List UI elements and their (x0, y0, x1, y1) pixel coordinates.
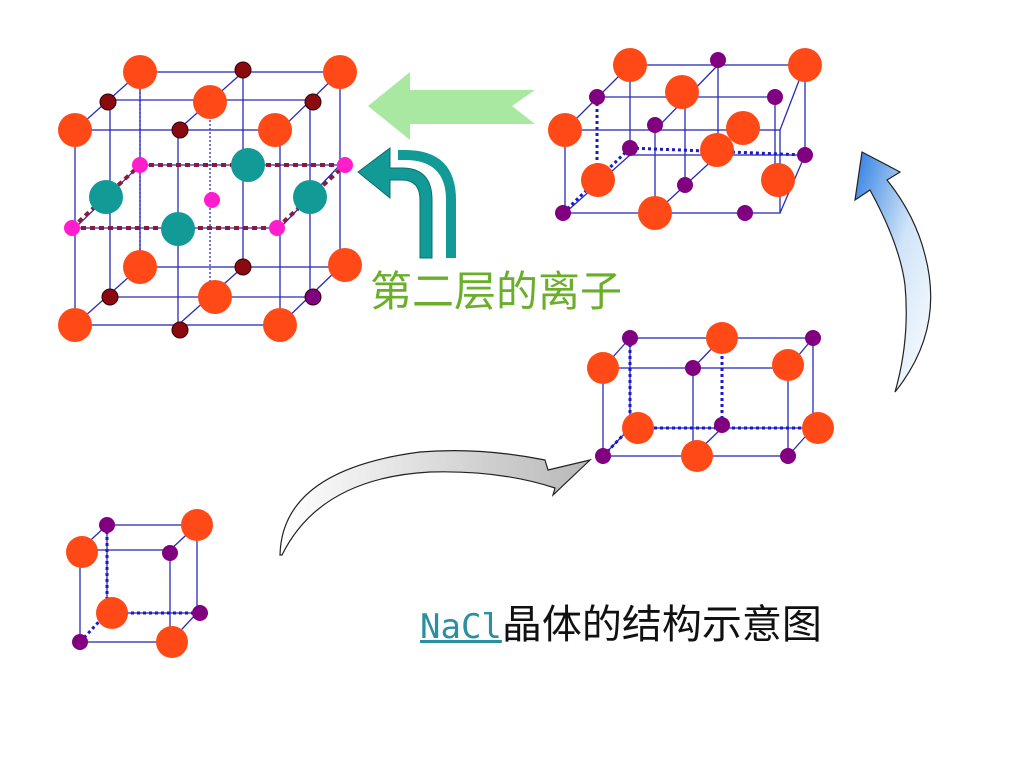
green-arrow-icon (368, 72, 535, 140)
diagram-caption: NaCl晶体的结构示意图 (420, 592, 822, 650)
full-unit-cell (58, 55, 362, 342)
gray-curved-arrow-icon (279, 450, 593, 556)
eighth-unit-cell (66, 509, 213, 658)
half-unit-cell (548, 48, 822, 230)
teal-curved-arrow-icon (357, 147, 456, 259)
blue-curved-arrow-icon (854, 151, 932, 393)
quarter-unit-cell (587, 322, 834, 472)
caption-text: 晶体的结构示意图 (501, 602, 822, 648)
nacl-link[interactable]: NaCl (420, 607, 502, 647)
second-layer-label: 第二层的离子 (370, 267, 623, 316)
